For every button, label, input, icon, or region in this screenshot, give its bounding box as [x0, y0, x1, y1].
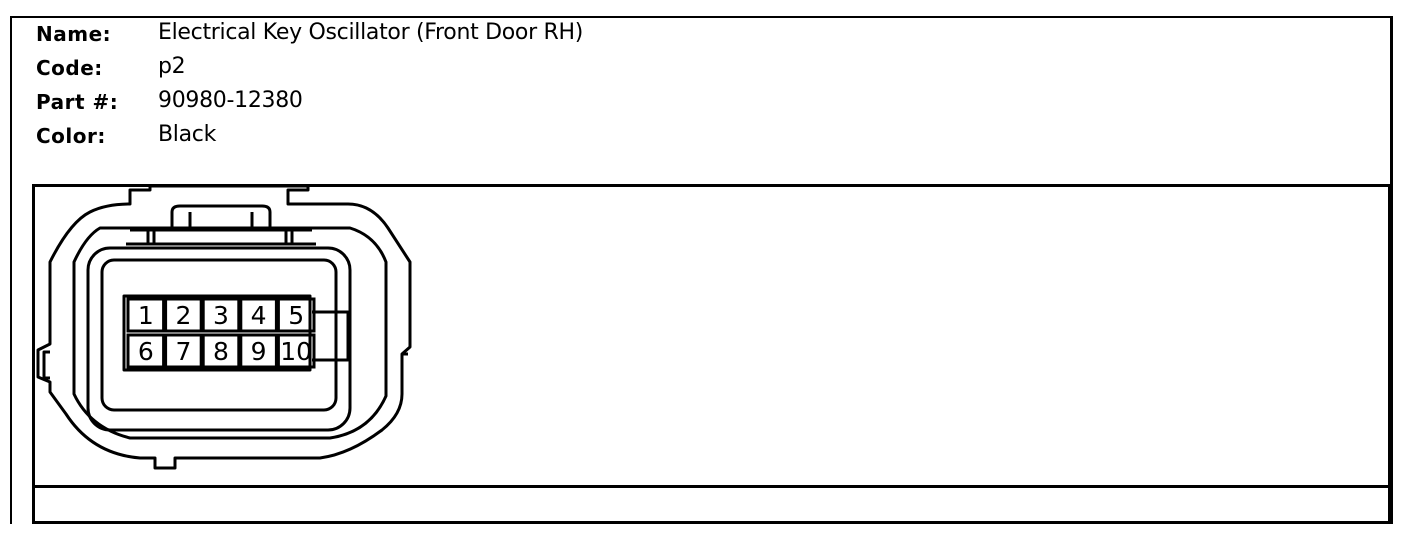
latch-rails — [126, 230, 316, 246]
pin-cell-10 — [276, 333, 316, 369]
panel-divider — [32, 485, 1391, 488]
color-label: Color: — [36, 124, 106, 148]
pin-cell-4 — [239, 297, 278, 333]
side-ear-left — [42, 350, 50, 380]
pin-number-7: 7 — [175, 337, 191, 366]
name-value: Electrical Key Oscillator (Front Door RH… — [158, 20, 584, 45]
mating-face-outer — [86, 246, 352, 432]
code-value: p2 — [158, 54, 186, 79]
pin-number-9: 9 — [251, 337, 267, 366]
pin-number-2: 2 — [175, 301, 191, 330]
pin-number-10: 10 — [280, 337, 312, 366]
mating-face-inner — [100, 258, 338, 412]
part-number-value: 90980-12380 — [158, 88, 303, 113]
connector-inner-ring — [72, 226, 388, 440]
color-value: Black — [158, 122, 217, 147]
pin-cell-5 — [276, 297, 316, 333]
pin-cell-9 — [239, 333, 278, 369]
pin-number-3: 3 — [213, 301, 229, 330]
pin-number-6: 6 — [138, 337, 154, 366]
name-label: Name: — [36, 22, 112, 46]
pin-number-5: 5 — [288, 301, 304, 330]
diagram-frame — [10, 16, 1393, 524]
pin-number-1: 1 — [138, 301, 154, 330]
code-label: Code: — [36, 56, 103, 80]
pin-cell-1 — [126, 297, 166, 333]
connector-panel — [32, 184, 1391, 524]
pin-cell-3 — [201, 297, 241, 333]
pin-number-8: 8 — [213, 337, 229, 366]
key-tab — [312, 310, 350, 362]
pin-cell-7 — [164, 333, 203, 369]
connector-housing-outline — [36, 184, 412, 470]
pin-number-4: 4 — [251, 301, 267, 330]
pin-cavity-grid — [122, 294, 312, 372]
part-number-label: Part #: — [36, 90, 119, 114]
pin-cell-6 — [126, 333, 166, 369]
pin-cell-2 — [164, 297, 203, 333]
pin-cell-8 — [201, 333, 241, 369]
latch-inner — [188, 212, 254, 230]
latch-block — [170, 204, 272, 230]
